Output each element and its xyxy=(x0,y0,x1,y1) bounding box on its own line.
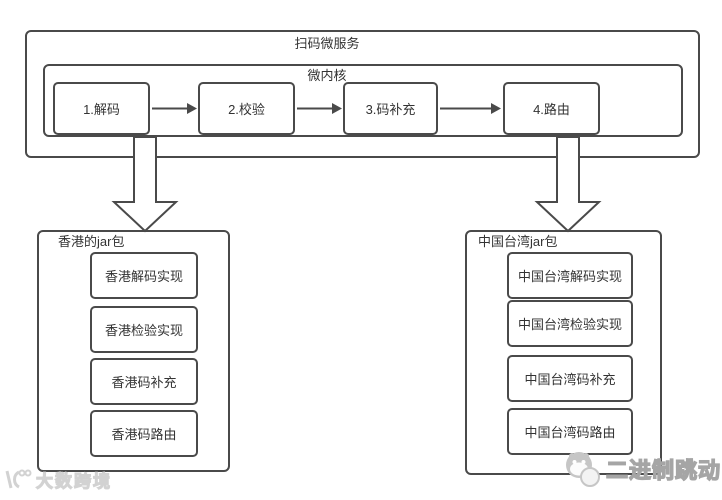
microkernel-title: 微内核 xyxy=(307,68,347,83)
hk-package-title: 香港的jar包 xyxy=(58,234,125,249)
tw-verify-box: 中国台湾检验实现 xyxy=(507,300,633,347)
bigdata-logo-icon xyxy=(5,469,32,489)
step-box-route: 4.路由 xyxy=(503,82,600,135)
hk-supplement-box: 香港码补充 xyxy=(90,358,198,405)
tw-decode-box: 中国台湾解码实现 xyxy=(507,252,633,299)
hk-route-box: 香港码路由 xyxy=(90,410,198,457)
hk-verify-box: 香港检验实现 xyxy=(90,306,198,353)
step-box-verify: 2.校验 xyxy=(198,82,295,135)
tw-supplement-box: 中国台湾码补充 xyxy=(507,355,633,402)
tw-route-box: 中国台湾码路由 xyxy=(507,408,633,455)
step-box-decode: 1.解码 xyxy=(53,82,150,135)
scan-service-title: 扫码微服务 xyxy=(294,36,360,51)
step-box-supplement: 3.码补充 xyxy=(343,82,438,135)
tw-package-title: 中国台湾jar包 xyxy=(478,234,558,249)
hk-decode-box: 香港解码实现 xyxy=(90,252,198,299)
